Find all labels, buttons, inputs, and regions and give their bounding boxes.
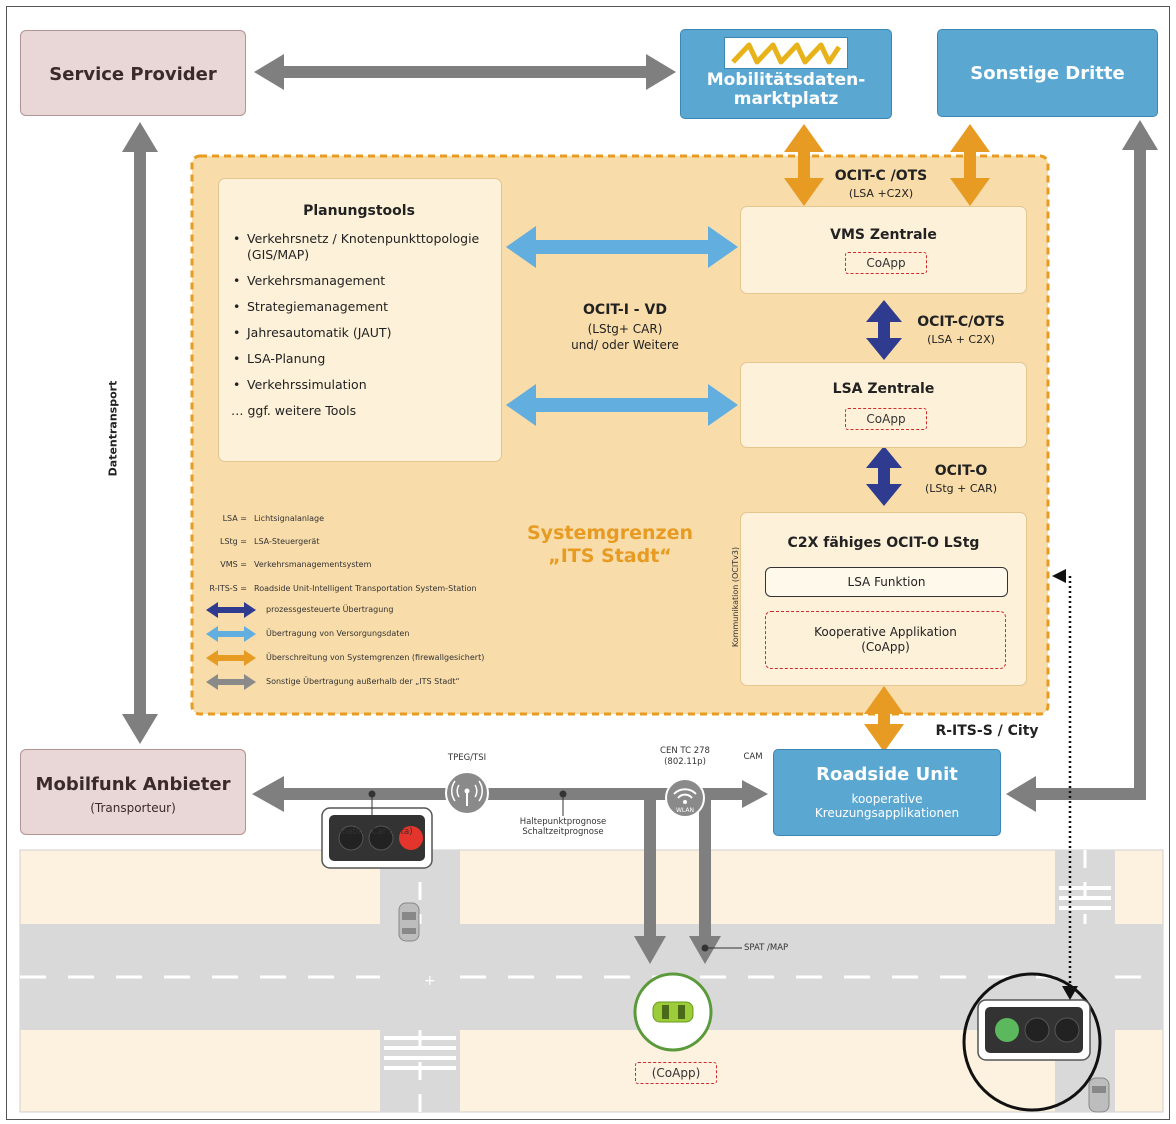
service-provider-box: Service Provider <box>20 30 246 116</box>
vms-zentrale-box: VMS Zentrale CoApp <box>740 206 1027 294</box>
highlight-circle <box>962 972 1102 1112</box>
halte-label-2: Schaltzeitprognose <box>522 827 604 837</box>
list-item: Jahresautomatik (JAUT) <box>231 325 487 341</box>
list-item: LSA-Planung <box>231 351 487 367</box>
connected-car-icon <box>633 972 713 1052</box>
car-icon <box>1088 1077 1110 1113</box>
fcd-label-1: FCD <box>363 817 381 827</box>
mdm-box: Mobilitätsdaten- marktplatz <box>680 29 892 119</box>
legend-abbr-key: LStg = <box>220 537 247 546</box>
systemgrenzen-line1: Systemgrenzen <box>527 522 693 544</box>
ocit-i-vd-label: OCIT-I - VD <box>583 302 667 318</box>
grey-arrows <box>122 54 1158 964</box>
lsa-zentrale-title: LSA Zentrale <box>832 381 935 397</box>
planungstools-list: Verkehrsnetz / Knotenpunkttopologie (GIS… <box>231 231 487 393</box>
koop-line2: (CoApp) <box>861 640 910 654</box>
systemgrenzen-label: Systemgrenzen „ITS Stadt“ <box>520 522 700 568</box>
ocit-c-ots-top-sub: (LSA +C2X) <box>848 187 914 200</box>
traffic-light-red-icon <box>321 807 433 869</box>
legend-abbr-text: Verkehrsmanagementsystem <box>254 560 372 569</box>
svg-text:+: + <box>424 973 436 989</box>
cen-label-1: CEN TC 278 <box>660 746 710 756</box>
list-item: Verkehrssimulation <box>231 377 487 393</box>
mdm-logo-icon <box>731 42 842 65</box>
list-item: Verkehrsmanagement <box>231 273 487 289</box>
datentransport-label: Datentransport <box>106 380 120 477</box>
dotted-link <box>1052 569 1078 1000</box>
koop-line1: Kooperative Applikation <box>814 625 957 639</box>
legend-abbr-key: R-ITS-S = <box>209 584 247 593</box>
legend-abbr-key: LSA = <box>222 514 247 523</box>
legend-abbr-key: VMS = <box>220 560 247 569</box>
antenna-icon <box>445 771 489 815</box>
mobilfunk-sub: (Transporteur) <box>90 801 176 815</box>
kommunikation-label: Kommunikation (OCITv3) <box>731 546 740 648</box>
legend-arrows <box>206 602 256 690</box>
roadside-line1: kooperative <box>851 792 923 806</box>
cen-label-2: (802.11p) <box>664 757 706 767</box>
legend-arrow-text: prozessgesteuerte Übertragung <box>266 605 394 614</box>
service-provider-label: Service Provider <box>49 64 217 85</box>
ocit-c-ots-mid-label: OCIT-C/OTS <box>917 314 1005 330</box>
vms-coapp: CoApp <box>845 252 927 274</box>
list-item: Verkehrsnetz / Knotenpunkttopologie (GIS… <box>231 231 487 263</box>
light-blue-arrows <box>506 226 738 426</box>
tpeg-label: TPEG/TSI <box>447 753 487 763</box>
planungstools-title: Planungstools <box>303 203 415 219</box>
traffic-light-green-icon <box>977 999 1091 1061</box>
roadside-unit-box: Roadside Unit kooperative Kreuzungsappli… <box>773 749 1001 836</box>
lsa-coapp: CoApp <box>845 408 927 430</box>
planungstools-footer: … ggf. weitere Tools <box>231 403 357 418</box>
sonstige-dritte-label: Sonstige Dritte <box>970 63 1125 84</box>
systemgrenzen-line2: „ITS Stadt“ <box>548 545 672 567</box>
planungstools-box: Planungstools Verkehrsnetz / Knotenpunkt… <box>218 178 502 462</box>
vms-zentrale-title: VMS Zentrale <box>830 227 937 243</box>
c2x-title: C2X fähiges OCIT-O LStg <box>787 535 980 551</box>
ocit-i-vd-sub1: (LStg+ CAR) <box>587 322 663 336</box>
c2x-lstg-box: C2X fähiges OCIT-O LStg LSA Funktion Koo… <box>740 512 1027 686</box>
kooperative-applikation-box: Kooperative Applikation (CoApp) <box>765 611 1006 669</box>
orange-arrows <box>784 124 990 752</box>
legend-arrow-text: Übertragung von Versorgungsdaten <box>266 629 410 638</box>
lsa-zentrale-box: LSA Zentrale CoApp <box>740 362 1027 448</box>
halte-label-1: Haltepunktprognose <box>519 817 607 827</box>
cam-label: CAM <box>743 752 763 762</box>
mobilfunk-title: Mobilfunk Anbieter <box>35 774 231 795</box>
lsa-funktion-label: LSA Funktion <box>847 575 926 589</box>
ocit-c-ots-top-label: OCIT-C /OTS <box>834 168 928 184</box>
list-item: Strategiemanagement <box>231 299 487 315</box>
legend-arrow-text: Sonstige Übertragung außerhalb der „ITS … <box>266 677 460 686</box>
fcd-label-2: (Floating Car Data) <box>331 827 413 837</box>
legend-abbr-text: Lichtsignalanlage <box>254 514 325 523</box>
mobilfunk-anbieter-box: Mobilfunk Anbieter (Transporteur) <box>20 749 246 835</box>
diagram-frame <box>6 6 1170 1120</box>
ocit-o-sub: (LStg + CAR) <box>924 482 998 495</box>
mdm-line1: Mobilitätsdaten- <box>706 70 866 90</box>
r-its-s-label: R-ITS-S / City <box>935 723 1039 739</box>
lsa-funktion-box: LSA Funktion <box>765 567 1008 597</box>
roadside-line2: Kreuzungsapplikationen <box>814 806 960 820</box>
mdm-line2: marktplatz <box>733 89 839 109</box>
roadside-title: Roadside Unit <box>816 764 958 785</box>
ocit-c-ots-mid-sub: (LSA + C2X) <box>927 333 995 346</box>
sonstige-dritte-box: Sonstige Dritte <box>937 29 1158 117</box>
car-icon <box>398 902 420 942</box>
svg-text:WLAN: WLAN <box>676 807 694 814</box>
street-scene: + <box>19 807 1164 1113</box>
legend-abbr-text: Roadside Unit-Intelligent Transportation… <box>254 584 477 593</box>
ocit-o-label: OCIT-O <box>934 463 988 479</box>
mdm-logo <box>724 37 848 69</box>
wlan-icon: WLAN <box>665 778 705 818</box>
legend-abbr-text: LSA-Steuergerät <box>254 537 320 546</box>
spat-map-label: SPAT /MAP <box>744 943 789 953</box>
ocit-i-vd-sub2: und/ oder Weitere <box>571 338 679 352</box>
legend-arrow-text: Überschreitung von Systemgrenzen (firewa… <box>266 653 485 662</box>
car-coapp: (CoApp) <box>635 1062 717 1084</box>
